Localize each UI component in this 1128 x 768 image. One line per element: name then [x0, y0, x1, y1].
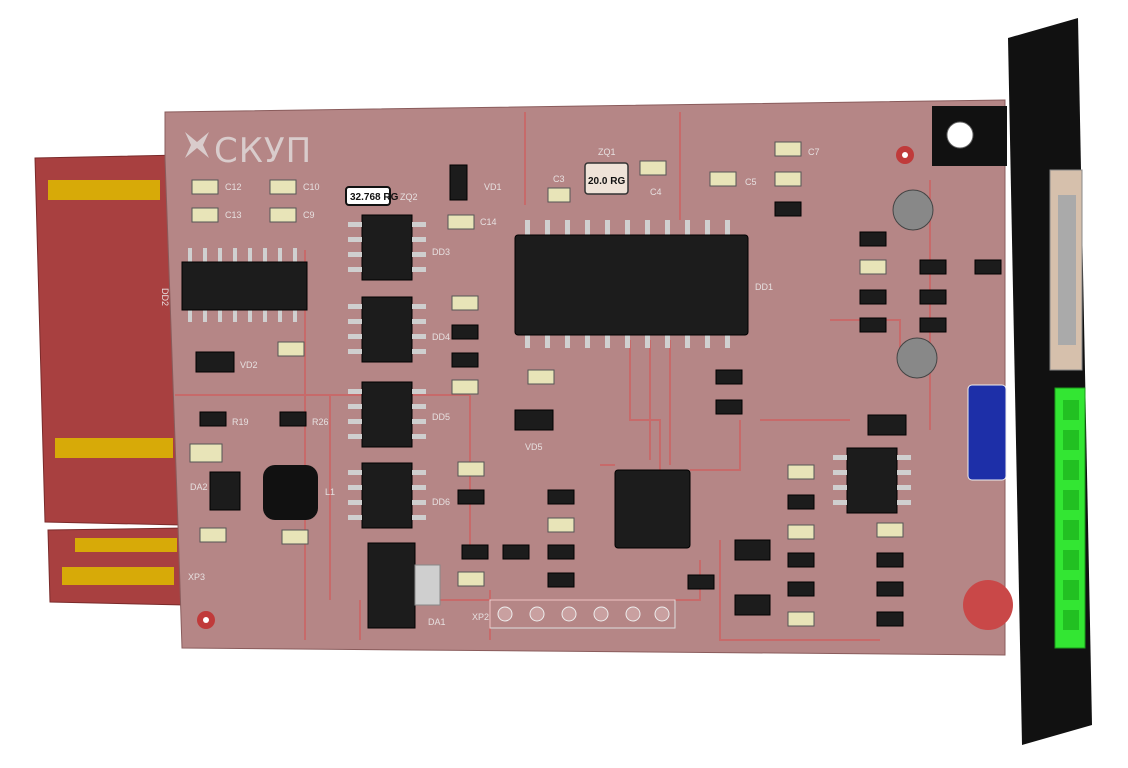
- designator: C10: [303, 182, 320, 192]
- designator: DD5: [432, 412, 450, 422]
- board-logo: СКУП: [185, 131, 312, 171]
- dip-switch[interactable]: [967, 384, 1007, 481]
- crystal-zq2: 32.768 RG: [345, 186, 399, 206]
- screw: [896, 337, 938, 379]
- smd-components: [189, 141, 1002, 627]
- transistor-vd1: [449, 164, 468, 201]
- designator: L1: [325, 487, 335, 497]
- terminal-block[interactable]: [1054, 387, 1086, 649]
- designator: DD1: [755, 282, 773, 292]
- crystal-small-label: 32.768 RG: [350, 192, 399, 203]
- designator: C7: [808, 147, 820, 157]
- header-xp2: [489, 599, 676, 629]
- regulator-da2: [209, 471, 241, 511]
- designator: DA1: [428, 617, 446, 627]
- designator: C12: [225, 182, 242, 192]
- gold-finger: [75, 538, 177, 552]
- chip-dd3: [348, 214, 426, 281]
- designator: ZQ1: [598, 147, 616, 157]
- designator: C13: [225, 210, 242, 220]
- crystal-zq1: 20.0 RG: [584, 162, 629, 195]
- designator: DD4: [432, 332, 450, 342]
- designator: DD3: [432, 247, 450, 257]
- designator: VD5: [525, 442, 543, 452]
- mounting-hole: [963, 580, 1013, 630]
- designator: DD6: [432, 497, 450, 507]
- chip-dd5: [348, 381, 426, 448]
- regulator-da1: [367, 542, 441, 629]
- chip-dd4: [348, 296, 426, 363]
- diode-vd5: [514, 409, 554, 431]
- diode-vd2: [195, 351, 235, 373]
- designator: C4: [650, 187, 662, 197]
- designator: R26: [312, 417, 329, 427]
- chip-dd1: [514, 220, 749, 348]
- inductor-l1: [263, 465, 318, 520]
- screw: [892, 189, 934, 231]
- designator: VD1: [484, 182, 502, 192]
- gold-finger: [62, 567, 174, 585]
- designator: DD2: [160, 288, 170, 306]
- designator: C9: [303, 210, 315, 220]
- designator: XP2: [472, 612, 489, 622]
- gold-finger: [48, 180, 160, 200]
- designator: R19: [232, 417, 249, 427]
- designator: ZQ2: [400, 192, 418, 202]
- designator: C5: [745, 177, 757, 187]
- chip-dd2: [181, 248, 308, 322]
- chip-dd6: [348, 462, 426, 529]
- designator: C3: [553, 174, 565, 184]
- logo-text: СКУП: [214, 131, 312, 171]
- edge-connector: [34, 154, 186, 606]
- chip-qfn: [614, 469, 691, 549]
- crystal-large-label: 20.0 RG: [588, 176, 625, 187]
- designator: DA2: [190, 482, 208, 492]
- chip-right-so8: [833, 447, 911, 514]
- designator: C14: [480, 217, 497, 227]
- designator: VD2: [240, 360, 258, 370]
- gold-finger: [55, 438, 173, 458]
- designator: XP3: [188, 572, 205, 582]
